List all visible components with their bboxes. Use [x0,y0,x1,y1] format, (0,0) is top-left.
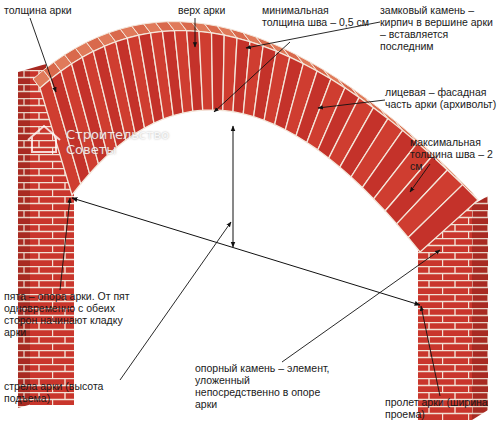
voussoir-brick [199,31,213,110]
callout-label: замковый камень – кирпич в вершине арки … [380,4,498,52]
leader-line [318,100,385,108]
leader-line [195,18,196,47]
callout-label: минимальная толщина шва – 0,5 см [262,4,370,28]
watermark: Строительство Советы [66,127,176,157]
callout-label: максимальная толщина шва – 2 см [410,136,498,172]
dimension-line [72,198,420,305]
leader-line [30,18,56,92]
voussoir-brick [212,33,225,111]
leader-line [282,250,440,362]
leader-lines [30,18,440,396]
callout-label: опорный камень – элемент, уложенный непо… [195,362,337,410]
callout-label: толщина арки [4,4,86,16]
pillar-side [472,196,488,420]
voussoir-brick [408,185,478,252]
callout-label: лицевая – фасадная часть арки (архивольт… [385,86,497,110]
leader-line [60,198,70,290]
callout-label: пролет арки (ширина проема) [385,396,497,420]
leader-line [120,222,231,380]
callout-label: верх арки [178,4,238,16]
dimension-line [233,126,234,247]
callout-label: стрела арки (высота подъема) [4,380,149,404]
leader-line [214,42,290,112]
dimension-lines [72,126,420,305]
callout-label: пята – опора арки. От пят одновременно с… [4,290,144,338]
watermark-logo [28,126,60,152]
leader-line [421,306,440,396]
